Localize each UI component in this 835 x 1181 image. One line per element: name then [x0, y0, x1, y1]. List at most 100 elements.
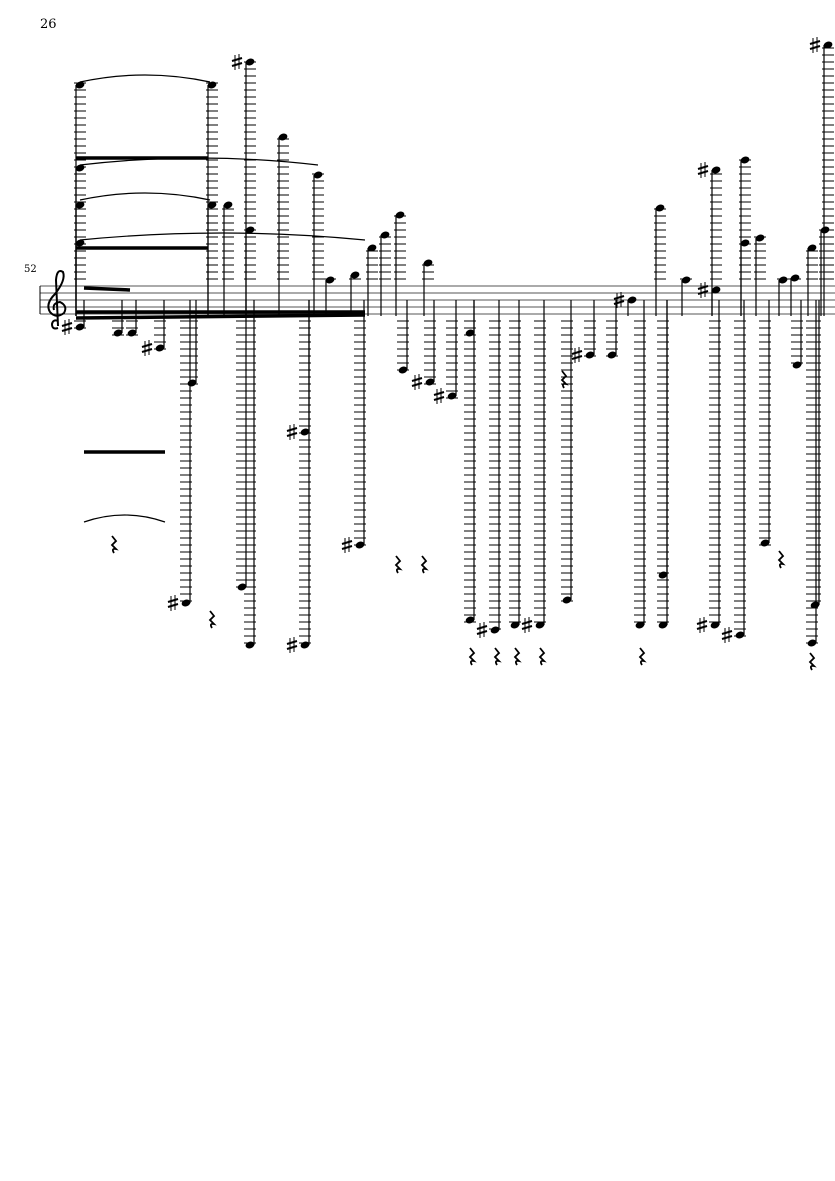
notehead: [807, 244, 817, 252]
notehead: [792, 361, 802, 369]
sharp-stroke: [286, 427, 298, 437]
notehead: [711, 166, 721, 174]
sharp-icon: [521, 617, 533, 633]
quarter-rest-icon: [538, 647, 547, 666]
notehead: [562, 596, 572, 604]
notehead: [395, 211, 405, 219]
notehead: [807, 639, 817, 647]
notehead: [711, 286, 721, 294]
sharp-stroke: [724, 627, 730, 643]
notehead: [245, 641, 255, 649]
notehead: [635, 621, 645, 629]
sharp-icon: [286, 637, 298, 653]
sharp-stroke: [479, 622, 485, 638]
notehead: [207, 81, 217, 89]
sharp-stroke: [414, 374, 420, 390]
sharp-icon: [809, 37, 821, 53]
sharp-stroke: [341, 540, 353, 550]
notehead: [655, 204, 665, 212]
quarter-rest-icon: [468, 647, 477, 666]
notehead: [245, 58, 255, 66]
sharp-stroke: [476, 625, 488, 635]
sharp-stroke: [170, 595, 176, 611]
sharp-stroke: [167, 598, 179, 608]
measure-number: 52: [24, 264, 37, 275]
notehead: [585, 351, 595, 359]
sharp-icon: [433, 388, 445, 404]
notehead: [510, 621, 520, 629]
notehead: [627, 296, 637, 304]
sharp-stroke: [521, 620, 533, 630]
notehead: [207, 201, 217, 209]
notes: [61, 37, 834, 671]
sharp-icon: [231, 54, 243, 70]
notehead: [380, 231, 390, 239]
notehead: [423, 259, 433, 267]
sharp-stroke: [286, 640, 298, 650]
sharp-stroke: [700, 162, 706, 178]
notehead: [325, 276, 335, 284]
sharp-stroke: [571, 350, 583, 360]
quarter-rest-icon: [777, 550, 786, 569]
sharp-stroke: [144, 340, 150, 356]
notehead: [300, 428, 310, 436]
sharp-stroke: [289, 637, 295, 653]
sharp-icon: [141, 340, 153, 356]
notehead: [740, 239, 750, 247]
sharp-stroke: [61, 322, 73, 332]
notehead: [355, 541, 365, 549]
sharp-stroke: [234, 54, 240, 70]
notehead: [300, 641, 310, 649]
sharp-icon: [411, 374, 423, 390]
notehead: [778, 276, 788, 284]
sharp-stroke: [616, 292, 622, 308]
sharp-stroke: [436, 388, 442, 404]
notehead: [710, 621, 720, 629]
sharp-icon: [697, 282, 709, 298]
sharp-icon: [167, 595, 179, 611]
notehead: [740, 156, 750, 164]
notehead: [367, 244, 377, 252]
notehead: [223, 201, 233, 209]
notehead: [75, 201, 85, 209]
page-number: 26: [40, 17, 57, 32]
notehead: [810, 601, 820, 609]
notehead: [735, 631, 745, 639]
sharp-icon: [61, 319, 73, 335]
sharp-stroke: [574, 347, 580, 363]
sharp-stroke: [289, 424, 295, 440]
sharp-stroke: [697, 165, 709, 175]
notehead: [155, 344, 165, 352]
notehead: [181, 599, 191, 607]
notehead: [75, 239, 85, 247]
treble-clef-icon: [47, 270, 67, 330]
sharp-stroke: [721, 630, 733, 640]
sharp-stroke: [809, 40, 821, 50]
quarter-rest-icon: [638, 647, 647, 666]
sharp-stroke: [344, 537, 350, 553]
sharp-icon: [696, 617, 708, 633]
sharp-stroke: [696, 620, 708, 630]
sharp-icon: [571, 347, 583, 363]
sharp-icon: [341, 537, 353, 553]
tie: [79, 157, 319, 166]
notehead: [755, 234, 765, 242]
quarter-rest-icon: [513, 647, 522, 666]
notehead: [425, 378, 435, 386]
sharp-stroke: [812, 37, 818, 53]
tie: [83, 514, 166, 523]
notehead: [75, 81, 85, 89]
tie: [79, 74, 211, 83]
notehead: [465, 616, 475, 624]
beam: [75, 313, 366, 320]
notehead: [790, 274, 800, 282]
sharp-stroke: [231, 57, 243, 67]
notehead: [823, 41, 833, 49]
notehead: [75, 323, 85, 331]
notehead: [127, 329, 137, 337]
notehead: [607, 351, 617, 359]
notehead: [245, 226, 255, 234]
sharp-icon: [697, 162, 709, 178]
sharp-icon: [476, 622, 488, 638]
